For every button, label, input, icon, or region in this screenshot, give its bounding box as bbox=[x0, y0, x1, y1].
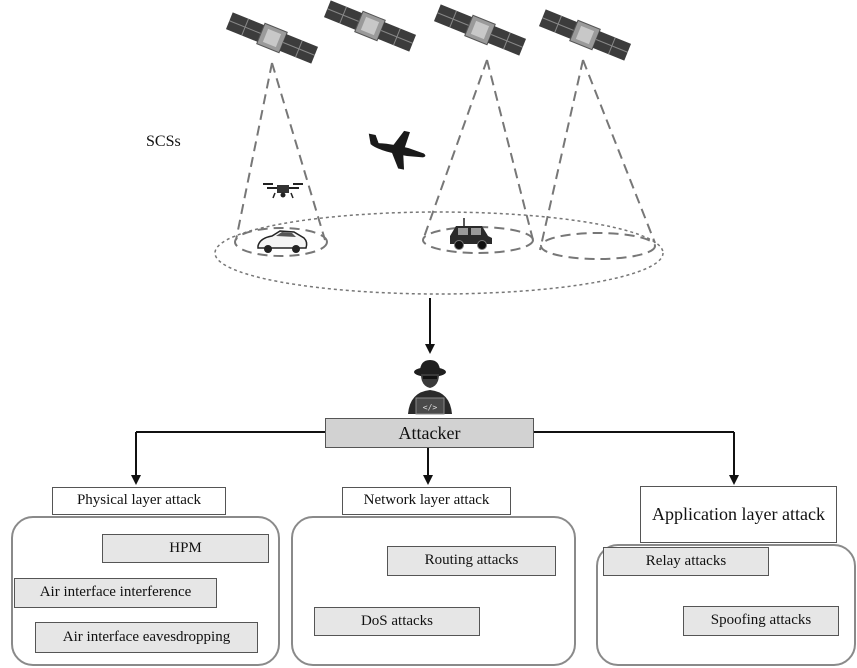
satellite-icon bbox=[225, 12, 319, 64]
footprint-ellipse-1 bbox=[234, 227, 328, 257]
satellite-icon bbox=[433, 4, 527, 56]
car-icon bbox=[257, 230, 308, 253]
drone-icon bbox=[263, 183, 303, 199]
attacker-box: Attacker bbox=[325, 418, 534, 448]
satellite-icon bbox=[323, 0, 417, 52]
scs-label: SCSs bbox=[146, 133, 181, 150]
air-interface-interference-item: Air interface interference bbox=[14, 578, 217, 608]
footprint-ellipse-2 bbox=[422, 226, 534, 254]
suv-icon bbox=[450, 218, 492, 250]
application-layer-label: Application layer attack bbox=[640, 486, 837, 543]
hpm-item: HPM bbox=[102, 534, 269, 563]
spoofing-attacks-item: Spoofing attacks bbox=[683, 606, 839, 636]
beam-cone-1 bbox=[235, 62, 326, 241]
relay-attacks-item: Relay attacks bbox=[603, 547, 769, 576]
hacker-icon: </> bbox=[408, 360, 452, 415]
coverage-area-ellipse bbox=[214, 211, 664, 295]
satellite-icon bbox=[538, 9, 632, 61]
airplane-icon bbox=[368, 130, 426, 170]
routing-attacks-item: Routing attacks bbox=[387, 546, 556, 576]
air-interface-eavesdropping-item: Air interface eavesdropping bbox=[35, 622, 258, 653]
physical-layer-label: Physical layer attack bbox=[52, 487, 226, 515]
network-layer-label: Network layer attack bbox=[342, 487, 511, 515]
beam-cone-3 bbox=[539, 59, 656, 251]
network-layer-group bbox=[291, 516, 576, 666]
footprint-ellipse-3 bbox=[540, 232, 656, 260]
svg-text:</>: </> bbox=[423, 403, 438, 412]
dos-attacks-item: DoS attacks bbox=[314, 607, 480, 636]
